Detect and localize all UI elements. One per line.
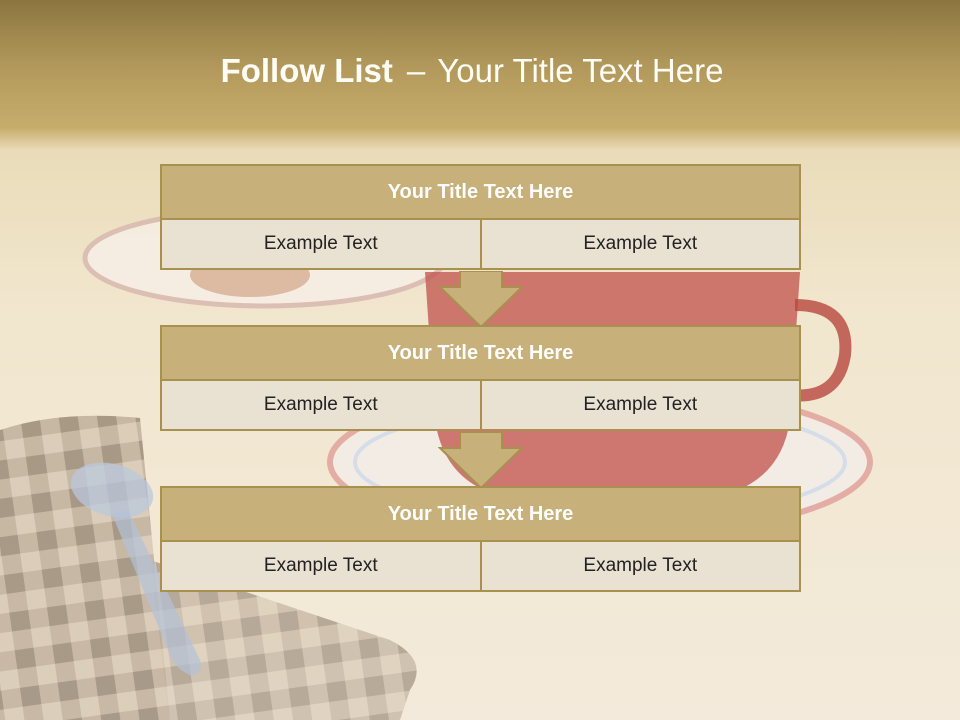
title-bold: Follow List <box>220 52 393 89</box>
step-cell-right: Example Text <box>481 542 801 592</box>
step-row: Example Text Example Text <box>160 542 801 592</box>
step-cell-left: Example Text <box>160 542 482 592</box>
title-separator: – <box>406 52 426 89</box>
cup-handle <box>789 299 852 402</box>
down-arrow-icon <box>438 432 524 490</box>
slide-title: Follow List–Your Title Text Here <box>0 52 944 90</box>
step-cell-right: Example Text <box>481 381 801 431</box>
step-row: Example Text Example Text <box>160 220 801 270</box>
title-rest: Your Title Text Here <box>437 52 724 89</box>
down-arrow-icon <box>438 271 524 329</box>
step-block-3: Your Title Text Here Example Text Exampl… <box>160 486 801 592</box>
step-block-1: Your Title Text Here Example Text Exampl… <box>160 164 801 270</box>
napkin-fold <box>150 560 417 720</box>
step-cell-left: Example Text <box>160 220 482 270</box>
step-title: Your Title Text Here <box>160 164 801 220</box>
step-cell-left: Example Text <box>160 381 482 431</box>
step-row: Example Text Example Text <box>160 381 801 431</box>
step-title: Your Title Text Here <box>160 486 801 542</box>
spoon-handle <box>112 510 202 675</box>
step-title: Your Title Text Here <box>160 325 801 381</box>
step-cell-right: Example Text <box>481 220 801 270</box>
spoon-bowl <box>70 462 154 518</box>
step-block-2: Your Title Text Here Example Text Exampl… <box>160 325 801 431</box>
